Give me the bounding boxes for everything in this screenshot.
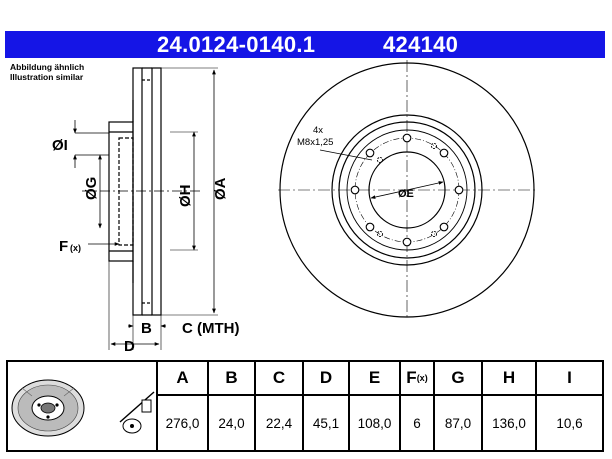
header-E: E <box>368 368 381 387</box>
value-F: 6 <box>413 415 421 431</box>
threaded-hole <box>376 156 384 164</box>
value-A: 276,0 <box>165 415 200 431</box>
label-holes-F: F <box>59 238 68 255</box>
bolt-hole <box>439 222 449 232</box>
technical-drawing: ØI ØG ØH ØA F (x) B C (MTH) D <box>52 60 538 355</box>
header-F-letter: F <box>406 368 417 387</box>
label-diameter-G: ØG <box>83 177 100 200</box>
label-diameter-H: ØH <box>177 185 194 208</box>
bolt-hole <box>350 185 360 195</box>
label-bore-I: ØI <box>52 137 68 154</box>
bolt-hole <box>439 148 449 158</box>
label-min-thickness-C: C (MTH) <box>182 320 239 337</box>
bolt-holes <box>350 133 464 247</box>
table-divider <box>481 362 483 450</box>
bolt-hole <box>402 237 412 247</box>
hub-hat <box>108 121 134 262</box>
side-section-view <box>73 67 218 350</box>
table-divider <box>302 362 304 450</box>
label-height-D: D <box>124 338 135 355</box>
table-divider <box>254 362 256 450</box>
front-view-labels: 4x M8x1,25 ØE <box>297 125 414 200</box>
dimension-table: A B C D E F(x) G H I 276,0 24,0 22,4 45,… <box>6 360 604 452</box>
table-divider <box>399 362 401 450</box>
table-divider <box>535 362 537 450</box>
side-view-labels: ØI ØG ØH ØA F (x) B C (MTH) D <box>52 137 239 355</box>
table-row-divider <box>158 394 604 396</box>
bolt-hole <box>402 133 412 143</box>
outer-friction-ring <box>132 67 143 316</box>
header-A: A <box>176 368 189 387</box>
value-I: 10,6 <box>556 415 583 431</box>
thread-spec: M8x1,25 <box>297 137 333 148</box>
title-banner: 24.0124-0140.1 424140 <box>5 31 605 58</box>
header-F: F(x) <box>401 362 433 394</box>
illustration-note: Abbildung ähnlich Illustration similar <box>10 62 84 82</box>
disc-product-icon <box>11 379 155 437</box>
table-divider <box>156 362 158 450</box>
note-line-english: Illustration similar <box>10 72 84 82</box>
front-view <box>278 60 538 320</box>
value-B: 24,0 <box>218 415 245 431</box>
header-H: H <box>502 368 516 387</box>
threaded-hole <box>376 230 384 238</box>
header-G: G <box>451 368 465 387</box>
reference-number: 424140 <box>383 32 459 57</box>
label-diameter-A: ØA <box>212 177 229 200</box>
header-I: I <box>567 368 572 387</box>
table-divider <box>348 362 350 450</box>
bolt-hole <box>365 148 375 158</box>
header-D: D <box>319 368 333 387</box>
bolt-hole <box>454 185 464 195</box>
center-bore <box>118 137 134 246</box>
value-E: 108,0 <box>357 415 392 431</box>
header-C: C <box>272 368 286 387</box>
inner-friction-ring <box>151 67 162 316</box>
thread-quantity: 4x <box>313 125 323 136</box>
header-B: B <box>225 368 238 387</box>
note-line-german: Abbildung ähnlich <box>10 62 85 72</box>
table-divider <box>433 362 435 450</box>
label-thickness-B: B <box>141 320 152 337</box>
thread-holes <box>376 142 438 238</box>
value-H: 136,0 <box>492 415 526 431</box>
value-C: 22,4 <box>265 415 293 431</box>
threaded-hole <box>430 142 438 150</box>
part-number: 24.0124-0140.1 <box>157 32 316 57</box>
header-F-sub: (x) <box>416 373 428 383</box>
label-bolt-circle-E: ØE <box>398 188 414 200</box>
value-D: 45,1 <box>312 415 340 431</box>
table-divider <box>207 362 209 450</box>
bolt-hole <box>365 222 375 232</box>
threaded-hole <box>430 230 438 238</box>
label-holes-F-sub: (x) <box>70 243 81 253</box>
value-G: 87,0 <box>444 415 472 431</box>
